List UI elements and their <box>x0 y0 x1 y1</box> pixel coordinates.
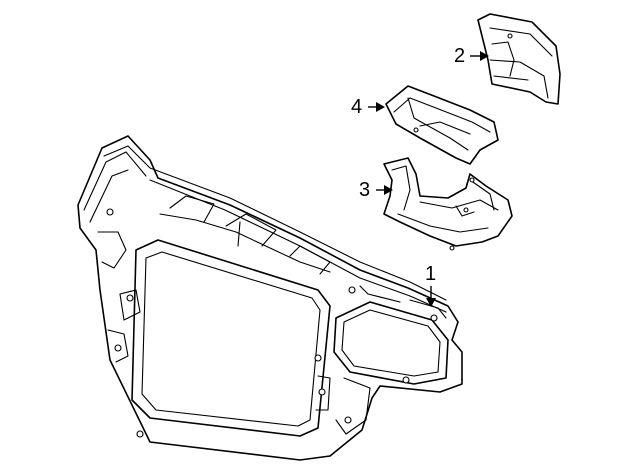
callout-number-4: 4 <box>351 96 363 118</box>
leader-line-2 <box>470 51 489 61</box>
air-deflector-upper <box>477 13 561 105</box>
leader-line-3 <box>376 185 393 195</box>
radiator-support-frame <box>77 135 463 461</box>
leader-line-4 <box>368 102 385 112</box>
air-guide-side <box>385 85 499 165</box>
leader-line-1 <box>426 286 436 307</box>
callout-number-3: 3 <box>359 179 371 201</box>
callout-number-2: 2 <box>454 45 466 67</box>
callout-number-1: 1 <box>425 263 437 285</box>
air-deflector-lower <box>383 157 513 251</box>
